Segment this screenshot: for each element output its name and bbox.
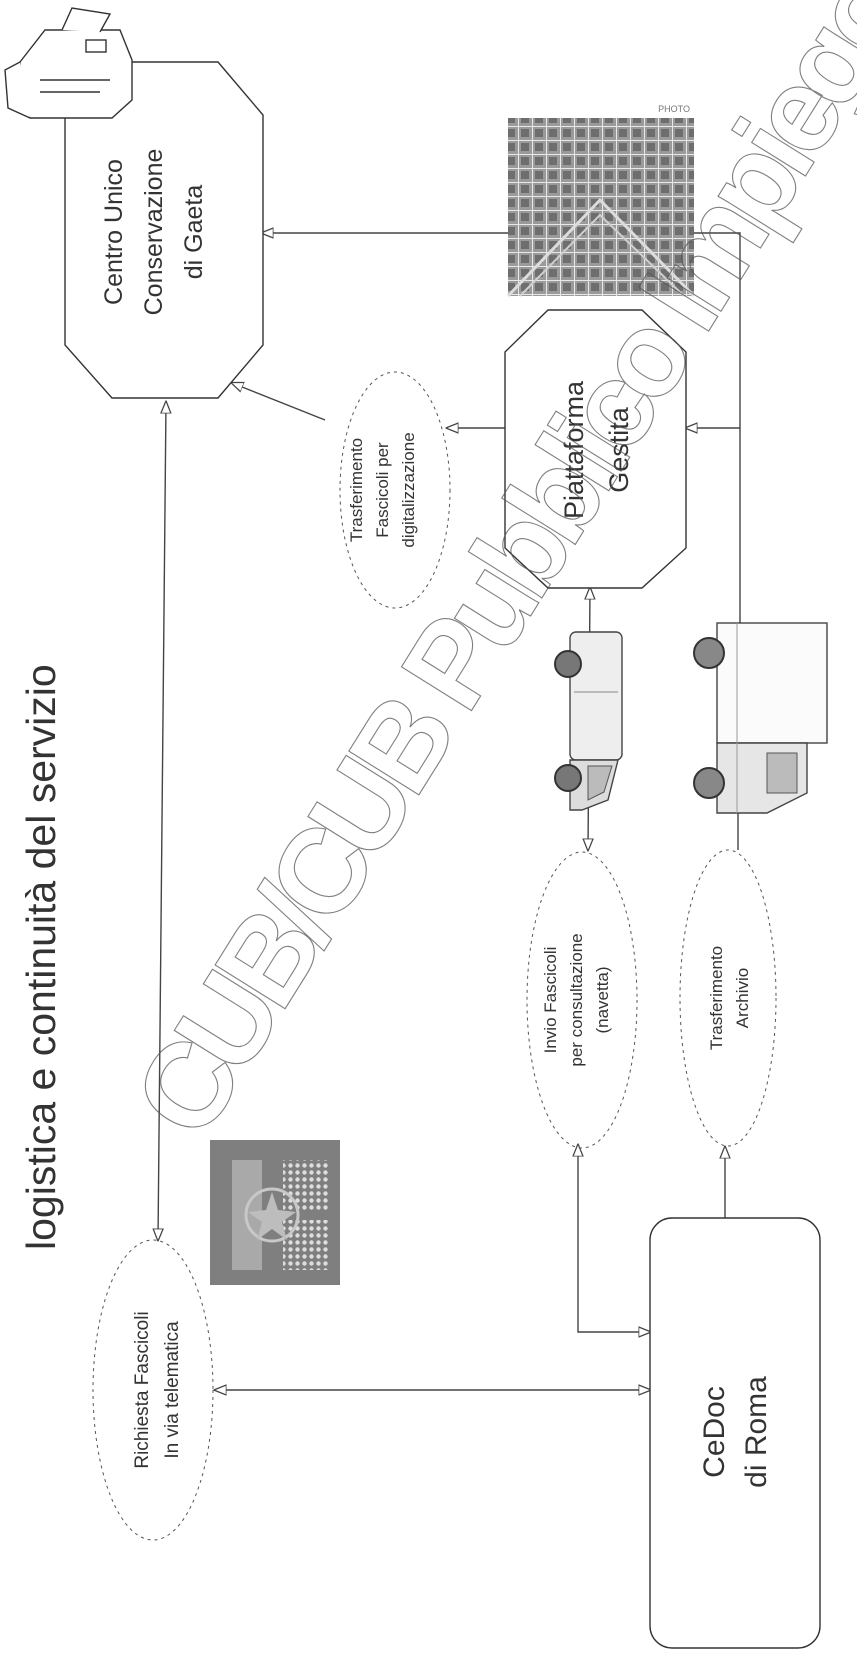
trasf-digit-line1: Trasferimento: [347, 438, 366, 542]
gaeta-line3: di Gaeta: [180, 185, 208, 280]
node-richiesta: Richiesta Fascicoli In via telematica: [92, 1239, 214, 1541]
invio-line1: Invio Fascicoli: [541, 947, 560, 1054]
connector-truck-shelves: [692, 232, 741, 628]
node-invio: Invio Fascicoli per consultazione (navet…: [526, 851, 638, 1149]
connector-richiesta-gaeta: [158, 402, 166, 1240]
piattaforma-line1: Piattaforma: [559, 380, 589, 519]
trasf-digit-line3: digitalizzazione: [399, 432, 418, 547]
cedoc-line1: CeDoc: [698, 1386, 731, 1478]
node-gaeta: Centro Unico Conservazione di Gaeta: [64, 61, 264, 399]
connector-cedoc-invio: [578, 1145, 650, 1332]
trasf-arch-line2: Archivio: [733, 968, 752, 1028]
invio-line3: (navetta): [593, 966, 612, 1033]
printer-icon: [4, 7, 133, 119]
node-piattaforma: Piattaforma Gestita: [504, 309, 687, 589]
node-cedoc: CeDoc di Roma: [649, 1217, 821, 1649]
piattaforma-line2: Gestita: [604, 406, 634, 493]
photo-caption: PHOTO: [658, 104, 690, 114]
republic-emblem: [210, 1140, 340, 1285]
van-icon: [554, 631, 623, 811]
connector-digit-gaeta: [232, 383, 326, 421]
richiesta-line1: Richiesta Fascicoli: [132, 1311, 153, 1468]
truck-icon: [693, 622, 828, 814]
invio-line2: per consultazione: [567, 933, 586, 1066]
connectors: [158, 232, 741, 1390]
cedoc-line2: di Roma: [740, 1376, 773, 1488]
trasf-arch-line1: Trasferimento: [707, 946, 726, 1050]
archive-shelves-photo: PHOTO: [506, 104, 696, 298]
diagram-title: logistica e continuità del servizio: [18, 664, 64, 1250]
richiesta-line2: In via telematica: [162, 1321, 183, 1459]
node-trasf-arch: Trasferimento Archivio: [679, 849, 777, 1147]
trasf-digit-line2: Fascicoli per: [373, 442, 392, 538]
gaeta-line2: Conservazione: [140, 149, 168, 316]
node-trasf-digit: Trasferimento Fascicoli per digitalizzaz…: [339, 371, 451, 609]
gaeta-line1: Centro Unico: [100, 159, 128, 305]
